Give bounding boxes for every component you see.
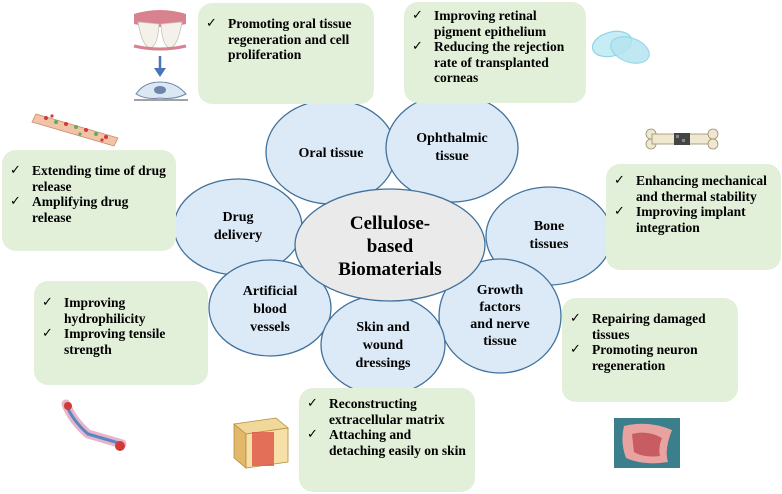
box-ophthalmic: ✓ Improving retinal pigment epithelium ✓ R… — [404, 2, 586, 103]
box-oral-item-text: Promoting oral tissue regeneration and c… — [228, 16, 352, 62]
checkmark-icon: ✓ — [412, 39, 423, 54]
box-drug-item-text: Extending time of drug release — [32, 163, 166, 194]
bone-implant-icon — [645, 128, 719, 150]
box-bone-item: ✓ Enhancing mechanical and thermal stabil… — [614, 173, 773, 204]
box-bone-item-text: Improving implant integration — [636, 204, 746, 235]
box-skin: ✓ Reconstructing extracellular matrix ✓ At… — [299, 388, 475, 492]
node-bone-text: Bone tissues — [529, 219, 569, 252]
node-drug-text: Drug delivery — [213, 210, 263, 243]
arrow-down-icon — [154, 56, 166, 77]
node-vessels-ellipse — [208, 259, 332, 357]
box-growth-item-text: Repairing damaged tissues — [592, 311, 706, 342]
checkmark-icon: ✓ — [307, 396, 318, 411]
box-skin-item: ✓ Reconstructing extracellular matrix — [307, 396, 467, 427]
box-skin-item-text: Attaching and detaching easily on skin — [329, 427, 466, 458]
teeth-icon — [130, 8, 190, 52]
center-ellipse — [294, 188, 486, 302]
center-label: Cellulose- based Biomaterials — [300, 210, 480, 282]
box-ophthalmic-item-text: Reducing the rejection rate of transplan… — [434, 39, 565, 85]
box-bone: ✓ Enhancing mechanical and thermal stabil… — [606, 164, 781, 270]
box-oral-item: ✓ Promoting oral tissue regeneration and … — [206, 16, 366, 63]
box-bone-item-text: Enhancing mechanical and thermal stabili… — [636, 173, 767, 204]
cell-icon — [134, 81, 188, 101]
checkmark-icon: ✓ — [412, 8, 423, 23]
checkmark-icon: ✓ — [614, 173, 625, 188]
blood-vessel-icon — [61, 399, 127, 451]
checkmark-icon: ✓ — [42, 326, 53, 341]
box-vessels-item: ✓ Improving tensile strength — [42, 326, 200, 357]
node-oral-label: Oral tissue — [271, 138, 391, 168]
node-vessels-label: Artificial blood vessels — [215, 282, 325, 338]
checkmark-icon: ✓ — [570, 311, 581, 326]
contact-lens-icon — [591, 30, 650, 64]
checkmark-icon: ✓ — [570, 342, 581, 357]
box-drug-item: ✓ Amplifying drug release — [10, 194, 168, 225]
box-vessels-item-text: Improving hydrophilicity — [64, 295, 146, 326]
box-drug: ✓ Extending time of drug release ✓ Amplify… — [2, 150, 176, 251]
box-growth-item: ✓ Promoting neuron regeneration — [570, 342, 730, 373]
node-vessels-text: Artificial blood vessels — [242, 284, 298, 335]
box-growth-item: ✓ Repairing damaged tissues — [570, 311, 730, 342]
checkmark-icon: ✓ — [307, 427, 318, 442]
node-skin-text: Skin and wound dressings — [355, 320, 411, 371]
box-ophthalmic-item-text: Improving retinal pigment epithelium — [434, 8, 547, 39]
wound-dressing-icon — [233, 417, 289, 469]
box-drug-item-text: Amplifying drug release — [32, 194, 129, 225]
node-skin-label: Skin and wound dressings — [328, 318, 438, 374]
box-vessels-item-text: Improving tensile strength — [64, 326, 166, 357]
nerve-tissue-icon — [614, 418, 680, 468]
node-growth-text: Growth factors and nerve tissue — [470, 283, 530, 349]
box-growth-item-text: Promoting neuron regeneration — [592, 342, 698, 373]
checkmark-icon: ✓ — [206, 16, 217, 31]
box-ophthalmic-item: ✓ Reducing the rejection rate of transpla… — [412, 39, 578, 86]
node-ophthalmic-text: Ophthalmic tissue — [416, 131, 488, 164]
box-skin-item-text: Reconstructing extracellular matrix — [329, 396, 445, 427]
box-bone-item: ✓ Improving implant integration — [614, 204, 773, 235]
node-bone-label: Bone tissues — [499, 214, 599, 258]
node-growth-label: Growth factors and nerve tissue — [445, 280, 555, 352]
box-skin-item: ✓ Attaching and detaching easily on skin — [307, 427, 467, 458]
box-oral: ✓ Promoting oral tissue regeneration and … — [198, 3, 374, 104]
box-vessels-item: ✓ Improving hydrophilicity — [42, 295, 200, 326]
node-oral-text: Oral tissue — [298, 145, 364, 161]
box-growth: ✓ Repairing damaged tissues ✓ Promoting ne… — [562, 298, 738, 402]
node-ophthalmic-label: Ophthalmic tissue — [392, 126, 512, 170]
node-growth-ellipse — [438, 258, 562, 374]
box-vessels: ✓ Improving hydrophilicity ✓ Improving ten… — [34, 281, 208, 385]
center-text: Cellulose- based Biomaterials — [338, 212, 442, 280]
box-ophthalmic-item: ✓ Improving retinal pigment epithelium — [412, 8, 578, 39]
drug-fiber-icon — [31, 113, 119, 147]
checkmark-icon: ✓ — [614, 204, 625, 219]
checkmark-icon: ✓ — [10, 163, 21, 178]
checkmark-icon: ✓ — [42, 295, 53, 310]
checkmark-icon: ✓ — [10, 194, 21, 209]
node-drug-label: Drug delivery — [183, 208, 293, 246]
box-drug-item: ✓ Extending time of drug release — [10, 163, 168, 194]
